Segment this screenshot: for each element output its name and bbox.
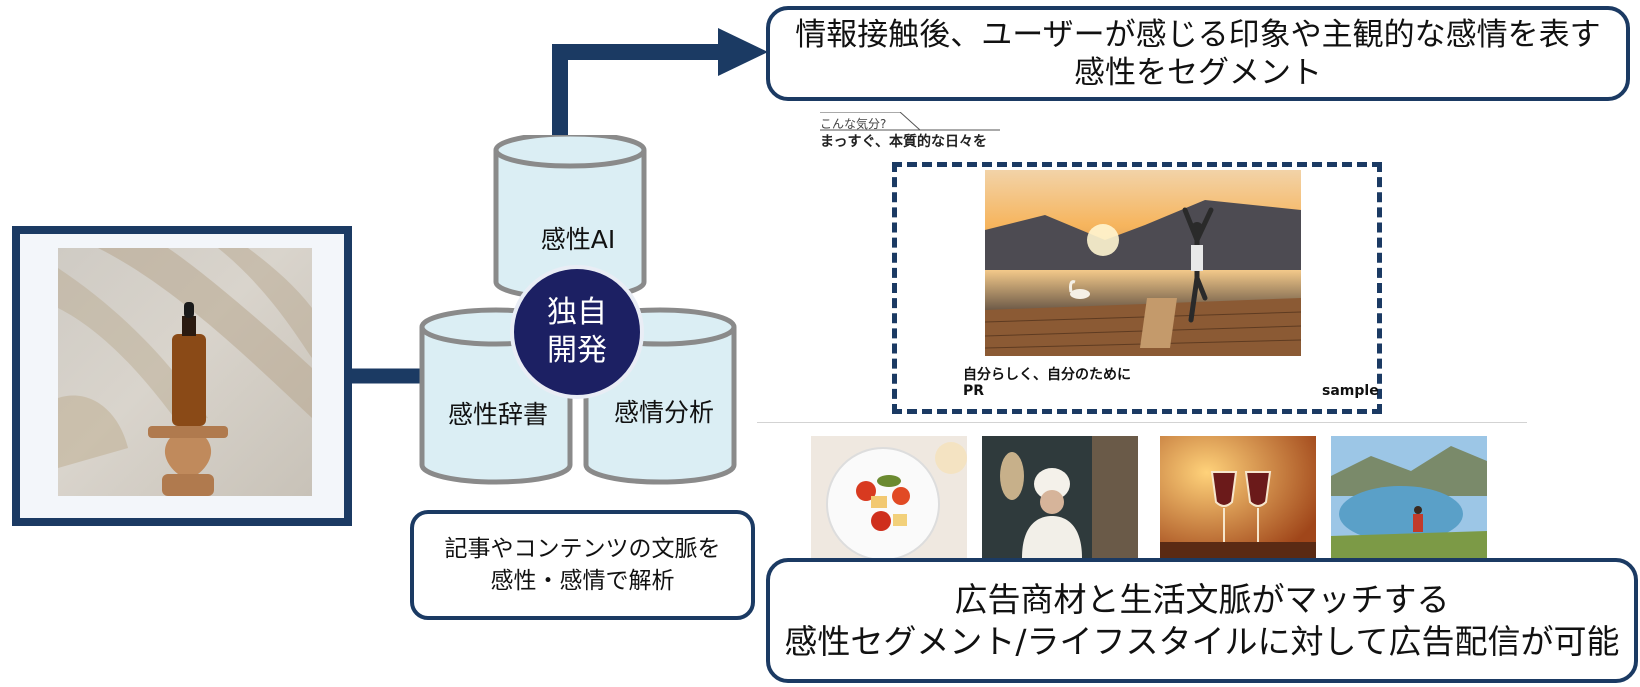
serum-bottle-illustration [58, 248, 312, 496]
arrow-right-icon [718, 28, 768, 76]
proprietary-badge: 独自 開発 [510, 265, 644, 399]
content-divider [757, 422, 1527, 423]
mood-title: まっすぐ、本質的な日々を [820, 134, 988, 150]
thumbnail-mountain-lake[interactable] [1331, 436, 1487, 558]
ad-photo-yoga-lake[interactable] [985, 170, 1301, 356]
thumbnail-spa[interactable] [982, 436, 1138, 558]
cylinder-kansei-ai [493, 135, 647, 301]
ad-sample-label: sample [1322, 383, 1379, 399]
cylinder-label-ai: 感性AI [540, 225, 616, 254]
ad-pr-label: PR [963, 383, 985, 399]
segment-callout: 情報接触後、ユーザーが感じる印象や主観的な感情を表す 感性をセグメント [766, 6, 1630, 101]
thumbnail-wine[interactable] [1160, 436, 1316, 558]
cylinder-label-emotion: 感情分析 [613, 398, 714, 427]
mood-question: こんな気分? [820, 117, 887, 131]
context-analysis-callout: 記事やコンテンツの文脈を 感性・感情で解析 [410, 510, 755, 620]
thumbnail-salad[interactable] [811, 436, 967, 558]
segment-arrow-line [552, 44, 720, 150]
ad-caption: 自分らしく、自分のために [963, 367, 1131, 383]
ad-dashed-frame [892, 162, 1382, 414]
ad-delivery-callout: 広告商材と生活文脈がマッチする 感性セグメント/ライフスタイルに対して広告配信が… [766, 558, 1638, 683]
cylinder-label-dictionary: 感性辞書 [447, 400, 548, 429]
mood-tag-underline [820, 112, 1000, 131]
product-photo [58, 248, 312, 496]
